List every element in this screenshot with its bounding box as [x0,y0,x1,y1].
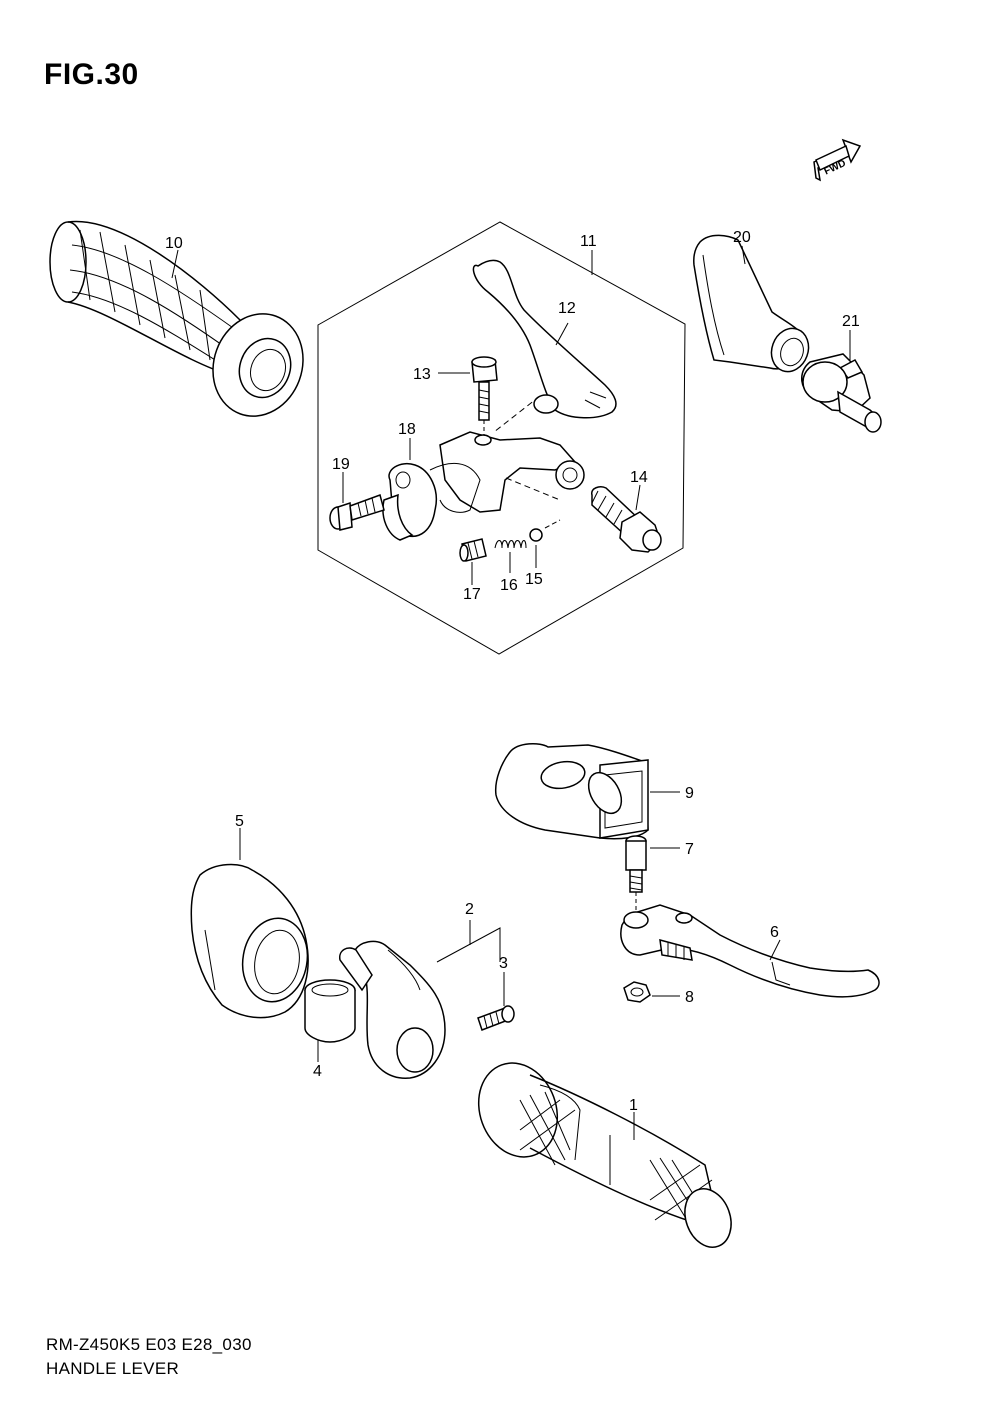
callout-15: 15 [525,571,543,588]
part-5-housing [190,828,309,1019]
callout-3: 3 [499,955,508,972]
callout-20: 20 [733,229,751,246]
callout-9: 9 [685,785,694,802]
callout-5: 5 [235,813,244,830]
callout-12: 12 [558,300,576,317]
figure-title: FIG.30 [44,58,139,91]
callout-2: 2 [465,901,474,918]
part-14-adjuster [591,484,662,553]
part-16-spring [494,540,527,573]
callout-6: 6 [770,924,779,941]
part-9-cover [494,742,680,840]
part-21-adjuster [801,330,882,433]
fwd-arrow-icon: FWD [813,138,862,182]
part-10-grip [49,220,304,417]
callout-21: 21 [842,313,860,330]
callout-7: 7 [685,841,694,858]
part-18-holder [382,431,585,541]
part-7-bolt [625,835,680,915]
callout-19: 19 [332,456,350,473]
callout-14: 14 [630,469,648,486]
assembly-11-outline [317,221,686,655]
part-12-lever [472,259,617,419]
callout-18: 18 [398,421,416,438]
part-19-bolt [329,472,385,531]
part-1-grip [477,1062,732,1248]
section-name: HANDLE LEVER [46,1359,180,1378]
part-15-ball [529,519,561,568]
part-8-nut [623,981,680,1003]
part-4-sleeve [304,979,356,1062]
part-6-lever [620,904,880,998]
callout-17: 17 [463,586,481,603]
callout-8: 8 [685,989,694,1006]
callout-1: 1 [629,1097,638,1114]
part-17-plunger [459,538,487,585]
part-2-holder [339,920,501,1079]
part-13-bolt [438,356,541,440]
part-3-screw [477,972,515,1031]
callout-4: 4 [313,1063,322,1080]
callout-10: 10 [165,235,183,252]
callout-11: 11 [580,233,597,250]
part-20-cover [693,234,810,373]
callout-16: 16 [500,577,518,594]
callout-13: 13 [413,366,431,383]
model-code: RM-Z450K5 E03 E28_030 [46,1335,252,1354]
